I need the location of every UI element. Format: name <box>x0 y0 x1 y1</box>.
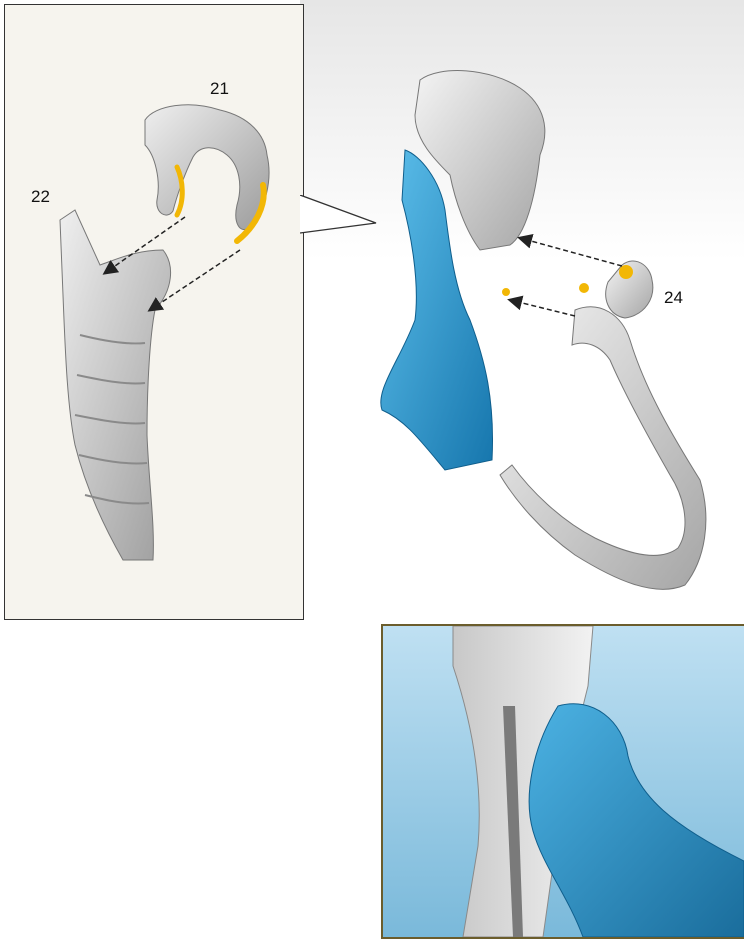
dashed-arrow-icon-3 <box>520 238 622 266</box>
label-22: 22 <box>31 187 50 207</box>
inset-blue-shape <box>529 704 744 937</box>
part-22-shape <box>60 210 171 560</box>
main-illustration <box>360 60 744 600</box>
part-21-shape <box>145 105 269 241</box>
label-21: 21 <box>210 79 229 99</box>
yellow-joint-24a <box>619 265 633 279</box>
yellow-joint-main <box>502 288 510 296</box>
label-24: 24 <box>664 288 683 308</box>
yellow-joint-24b <box>579 283 589 293</box>
dashed-arrow-icon-4 <box>510 300 575 316</box>
callout-panel: 21 22 <box>4 4 304 620</box>
inset-render <box>381 624 744 939</box>
lower-spine-shape <box>500 307 706 589</box>
inset-illustration <box>383 626 744 937</box>
callout-illustration <box>5 5 302 618</box>
